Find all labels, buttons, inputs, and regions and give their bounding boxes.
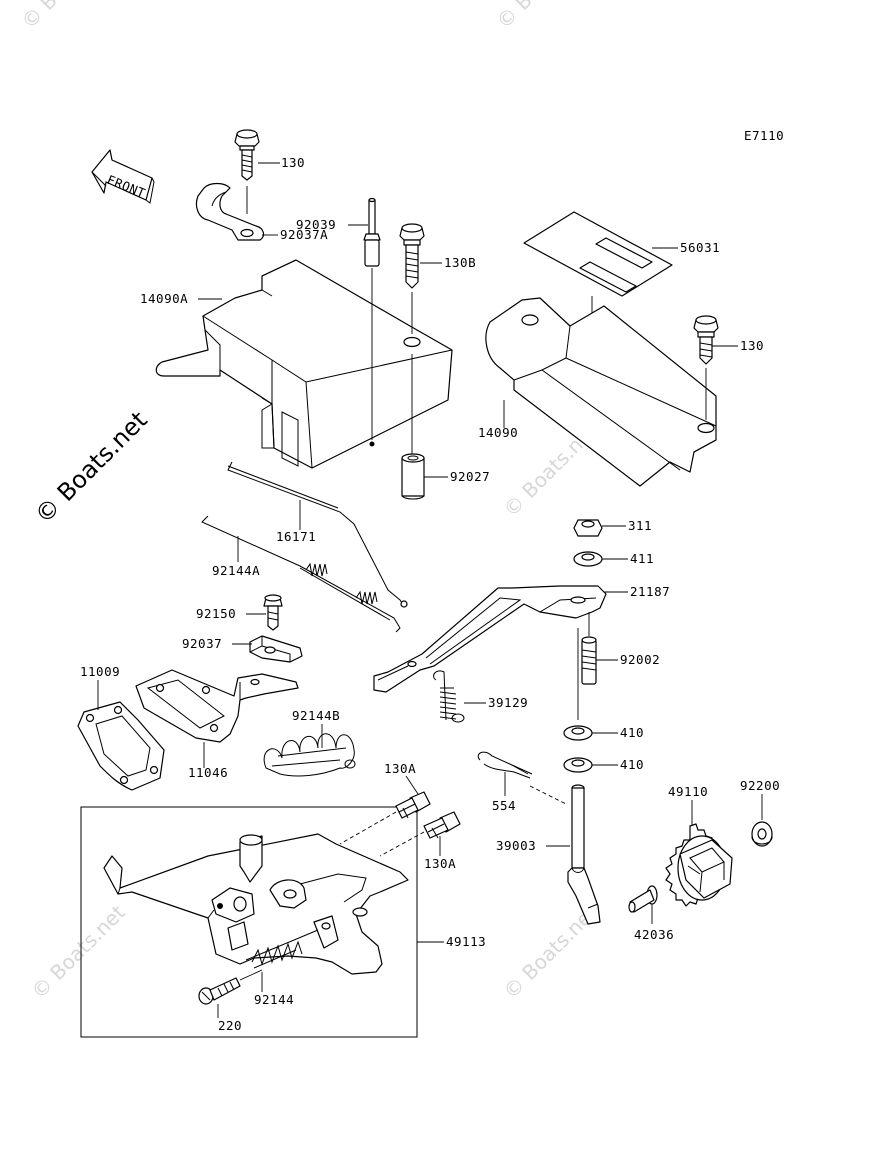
- callout-56031: 56031: [680, 240, 720, 255]
- callout-220: 220: [218, 1018, 242, 1033]
- screw-92150: [263, 594, 283, 631]
- rod-16171: [227, 461, 408, 608]
- callout-92037: 92037: [182, 636, 222, 651]
- clamp-92037a: [195, 182, 265, 241]
- arm-21187: [373, 585, 607, 693]
- callout-11009: 11009: [80, 664, 120, 679]
- assembly-49113-frame: [80, 806, 418, 1038]
- pin-42036: [628, 885, 658, 913]
- callout-49113: 49113: [446, 934, 486, 949]
- gasket-11009: [77, 701, 165, 791]
- gear-49110: [665, 823, 733, 907]
- callout-130a-lower: 130A: [424, 856, 456, 871]
- washer-92200: [751, 821, 773, 847]
- callout-411: 411: [630, 551, 654, 566]
- cotter-pin-554: [477, 751, 533, 779]
- rivet-92039: [363, 197, 381, 267]
- callout-labels: 130 92037A 92039 130B 56031 14090A 130 1…: [80, 155, 780, 1033]
- callout-21187: 21187: [630, 584, 670, 599]
- label-56031: [523, 211, 673, 297]
- bolt-130-top: [234, 129, 260, 181]
- watermark-top-left: © Boats.net: [17, 0, 120, 34]
- bracket-11046: [135, 669, 299, 743]
- screw-220: [198, 977, 241, 1005]
- callout-92144b: 92144B: [292, 708, 340, 723]
- callout-92144a: 92144A: [212, 563, 260, 578]
- washer-410-upper: [563, 725, 593, 741]
- callout-92002: 92002: [620, 652, 660, 667]
- callout-311: 311: [628, 518, 652, 533]
- bolt-130a-upper: [395, 791, 431, 819]
- callout-39003: 39003: [496, 838, 536, 853]
- callout-130b: 130B: [444, 255, 476, 270]
- spring-39129: [433, 670, 465, 723]
- callout-130-top: 130: [281, 155, 305, 170]
- callout-42036: 42036: [634, 927, 674, 942]
- callout-92200: 92200: [740, 778, 780, 793]
- cover-14090: [485, 297, 717, 487]
- callout-49110: 49110: [668, 784, 708, 799]
- spring-small-2: [355, 590, 378, 605]
- washer-411: [573, 551, 603, 567]
- watermark-bottom-left: © Boats.net: [27, 900, 130, 1003]
- callout-16171: 16171: [276, 529, 316, 544]
- callout-92027: 92027: [450, 469, 490, 484]
- callout-92039: 92039: [296, 217, 336, 232]
- spring-small-1: [305, 562, 328, 577]
- callout-14090a: 14090A: [140, 291, 188, 306]
- nut-311: [573, 519, 603, 537]
- callout-39129: 39129: [488, 695, 528, 710]
- clip-92037: [249, 635, 303, 663]
- figure-code: E7110: [744, 128, 784, 143]
- cover-14090a: [155, 259, 453, 469]
- callout-14090: 14090: [478, 425, 518, 440]
- governor-plate-assembly: [103, 833, 409, 975]
- callout-92150: 92150: [196, 606, 236, 621]
- callout-92144: 92144: [254, 992, 294, 1007]
- callout-130a-upper: 130A: [384, 761, 416, 776]
- callout-92037a: 92037A: [280, 227, 328, 242]
- callout-410-lower: 410: [620, 757, 644, 772]
- callout-554: 554: [492, 798, 516, 813]
- boats-net-watermark: © Boats.net: [29, 406, 152, 529]
- spacer-92027: [401, 453, 425, 500]
- washer-410-lower: [563, 757, 593, 773]
- watermark-top-center: © Boats.net: [492, 0, 595, 34]
- bolt-130a-lower: [423, 811, 461, 839]
- bolt-130b: [399, 223, 425, 289]
- bolt-130-right: [693, 315, 719, 365]
- spring-92144: [251, 940, 303, 969]
- bolt-92002: [581, 636, 597, 685]
- spring-92144b: [263, 733, 356, 777]
- callout-130-right: 130: [740, 338, 764, 353]
- rod-92144a: [201, 515, 401, 633]
- front-arrow-icon: FRONT: [91, 149, 155, 204]
- shaft-39003: [567, 784, 601, 925]
- callout-410-upper: 410: [620, 725, 644, 740]
- callout-11046: 11046: [188, 765, 228, 780]
